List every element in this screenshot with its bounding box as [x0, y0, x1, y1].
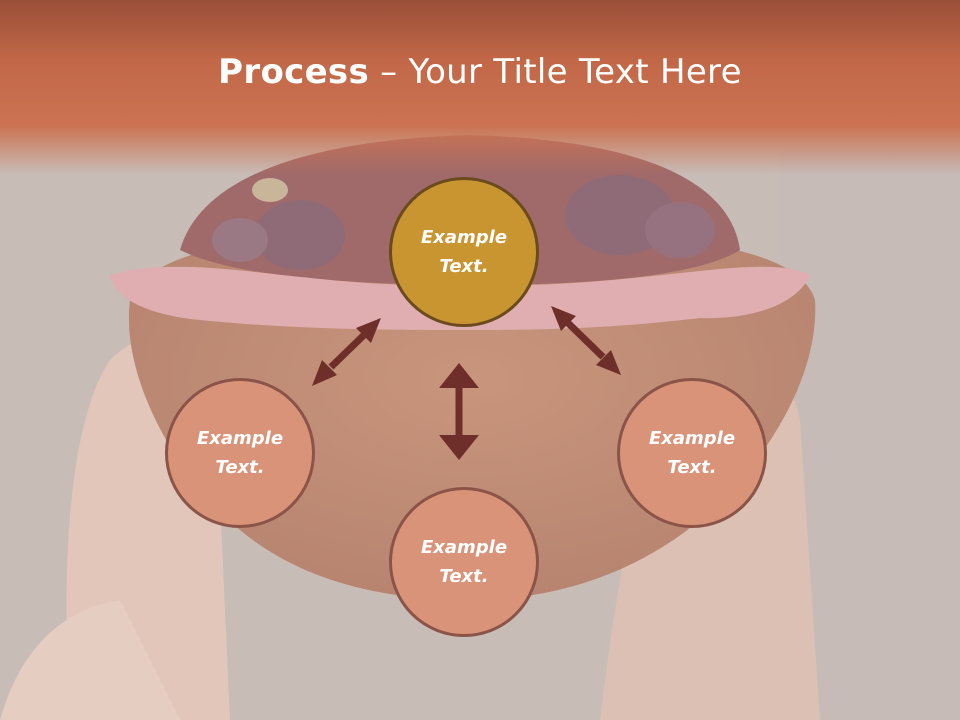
process-node-top[interactable]: Example Text.: [389, 177, 539, 327]
node-top-line1: Example: [420, 227, 508, 248]
process-node-right[interactable]: Example Text.: [617, 378, 767, 528]
process-node-bottom[interactable]: Example Text.: [389, 487, 539, 637]
node-right-line2: Text.: [667, 457, 717, 478]
node-bottom-line2: Text.: [439, 566, 489, 587]
slide-title: Process – Your Title Text Here: [0, 52, 960, 92]
double-arrow-top-right: [551, 306, 621, 375]
title-rest: – Your Title Text Here: [369, 52, 742, 92]
node-bottom-line1: Example: [420, 537, 508, 558]
node-left-line1: Example: [196, 428, 284, 449]
header-band: [0, 0, 960, 175]
node-right-line1: Example: [648, 428, 736, 449]
double-arrow-top-left: [312, 318, 381, 386]
double-arrow-vertical: [439, 363, 479, 460]
process-node-left[interactable]: Example Text.: [165, 378, 315, 528]
node-left-line2: Text.: [215, 457, 265, 478]
title-bold: Process: [218, 52, 370, 92]
node-top-line2: Text.: [439, 256, 489, 277]
